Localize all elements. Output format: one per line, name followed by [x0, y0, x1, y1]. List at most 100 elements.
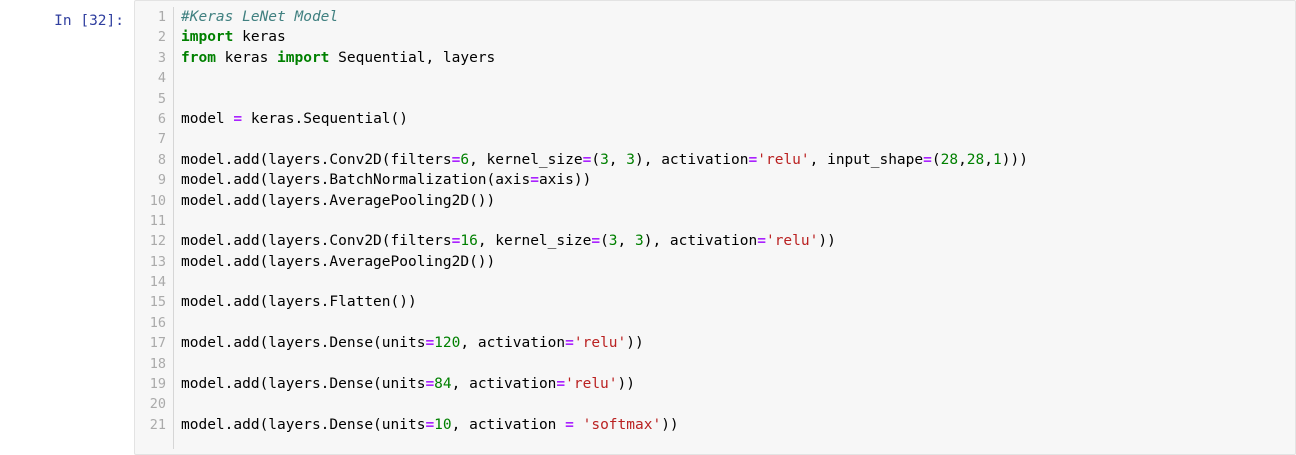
code-line [181, 211, 1295, 231]
line-number: 21 [149, 416, 166, 433]
token-plain: , activation [451, 376, 557, 393]
code-line: model.add(layers.Conv2D(filters=6, kerne… [181, 150, 1295, 170]
token-operator: = [425, 376, 435, 393]
token-plain: , [617, 233, 635, 250]
code-line: model.add(layers.AveragePooling2D()) [181, 252, 1295, 272]
token-operator: = [425, 335, 435, 352]
line-number: 4 [157, 70, 166, 87]
token-plain: )) [818, 233, 836, 250]
token-operator: = [757, 233, 766, 250]
line-number: 13 [149, 253, 166, 270]
code-line: model.add(layers.Dense(units=120, activa… [181, 333, 1295, 353]
token-plain: model.add(layers.Conv2D(filters [181, 233, 452, 250]
token-plain: ))) [1001, 151, 1028, 168]
line-number: 15 [149, 294, 166, 311]
code-line [181, 272, 1295, 292]
token-plain: model.add(layers.Dense(units [181, 376, 426, 393]
code-line: model.add(layers.Conv2D(filters=16, kern… [181, 231, 1295, 251]
token-operator: = [451, 233, 461, 250]
line-number: 17 [149, 335, 166, 352]
code-line: #Keras LeNet Model [181, 7, 1295, 27]
token-operator: = [565, 335, 574, 352]
token-operator: = [233, 110, 243, 127]
code-line: model.add(layers.Dense(units=10, activat… [181, 415, 1295, 435]
token-number: 28 [940, 151, 959, 168]
line-number: 10 [149, 192, 166, 209]
token-plain: model.add(layers.AveragePooling2D()) [181, 192, 496, 209]
token-plain: ( [600, 233, 609, 250]
token-operator: = [530, 172, 539, 189]
token-number: 28 [966, 151, 985, 168]
token-number: 3 [608, 233, 618, 250]
token-number: 3 [635, 233, 644, 250]
token-number: 10 [434, 416, 452, 433]
token-number: 84 [434, 376, 452, 393]
line-number: 2 [157, 29, 166, 46]
code-line [181, 129, 1295, 149]
token-number: 6 [460, 151, 470, 168]
token-plain: model.add(layers.Dense(units [181, 416, 426, 433]
token-number: 3 [626, 151, 635, 168]
token-plain: keras [215, 49, 278, 66]
code-line: import keras [181, 27, 1295, 47]
token-plain: , kernel_size [469, 151, 583, 168]
token-operator: = [425, 416, 435, 433]
gutter-divider [173, 7, 174, 449]
token-plain: )) [661, 416, 679, 433]
token-keyword: import [181, 29, 234, 46]
token-number: 16 [460, 233, 478, 250]
token-keyword: from [181, 49, 216, 66]
line-number: 6 [157, 110, 166, 127]
token-string: 'relu' [757, 151, 810, 168]
line-number: 20 [149, 396, 166, 413]
code-editor[interactable]: #Keras LeNet Model import keras from keras… [174, 7, 1295, 435]
token-plain: model.add(layers.Flatten()) [181, 294, 417, 311]
line-number: 19 [149, 376, 166, 393]
token-plain: )) [626, 335, 644, 352]
code-line: model = keras.Sequential() [181, 109, 1295, 129]
token-plain: model.add(layers.AveragePooling2D()) [181, 253, 496, 270]
code-line: model.add(layers.BatchNormalization(axis… [181, 170, 1295, 190]
token-plain: model.add(layers.Conv2D(filters [181, 151, 452, 168]
token-string: 'relu' [565, 376, 618, 393]
token-plain [574, 417, 583, 433]
token-plain: , kernel_size [477, 233, 592, 250]
line-number: 9 [157, 172, 166, 189]
token-operator: = [556, 376, 566, 393]
token-plain: Sequential, layers [329, 49, 496, 66]
input-prompt: In [32]: [54, 13, 124, 29]
token-plain: , activation [460, 335, 566, 352]
line-number: 5 [157, 90, 166, 107]
line-number: 18 [149, 355, 166, 372]
line-number: 16 [149, 314, 166, 331]
line-number: 7 [157, 131, 166, 148]
token-operator: = [451, 151, 461, 168]
token-number: 3 [600, 151, 609, 168]
token-plain: model [181, 110, 234, 127]
line-number: 3 [157, 49, 166, 66]
token-operator: = [923, 151, 932, 168]
token-plain: model.add(layers.Dense(units [181, 335, 426, 352]
token-number: 1 [993, 151, 1002, 168]
token-plain: , [958, 151, 967, 168]
line-number: 8 [157, 151, 166, 168]
line-number: 11 [149, 212, 166, 229]
token-string: 'relu' [765, 233, 819, 250]
token-plain: , [984, 151, 993, 168]
token-plain: ( [931, 151, 941, 168]
token-comment: #Keras LeNet Model [181, 9, 339, 25]
code-line: model.add(layers.AveragePooling2D()) [181, 191, 1295, 211]
token-plain: , input_shape [809, 151, 924, 168]
token-plain: , [608, 151, 627, 168]
token-number: 120 [434, 335, 461, 352]
token-string: 'softmax' [582, 416, 662, 433]
code-line [181, 68, 1295, 88]
token-plain: ), activation [635, 151, 749, 168]
code-line [181, 89, 1295, 109]
token-plain: )) [617, 376, 635, 393]
token-plain: ( [591, 151, 601, 168]
